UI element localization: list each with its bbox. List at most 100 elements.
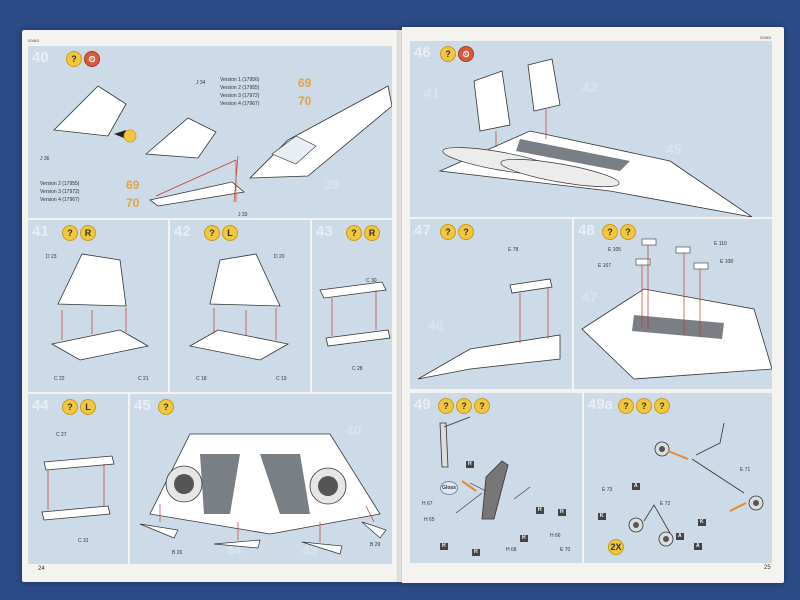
left-code: 00863 — [28, 38, 40, 43]
part-callout: J 33 — [238, 212, 248, 218]
help-icon: ? — [346, 225, 362, 241]
step-49-panel: 49 ? ? ? Gloss H 65 H 67 H 66 H 68 E 70 … — [410, 393, 582, 563]
bg-step-number: 41 — [424, 85, 440, 101]
help-icon: ? — [158, 399, 174, 415]
right-page: 00863 46 ? ⏲ 41 42 45 47 ? ? E 78 46 — [402, 27, 784, 583]
step-47-drawing — [417, 278, 561, 380]
quantity-badge: 2X — [608, 539, 624, 555]
bg-step-number: 42 — [582, 79, 598, 95]
step-reference: 69 — [126, 178, 140, 192]
clock-icon: ⏲ — [84, 51, 100, 67]
decal-label: H — [520, 535, 528, 542]
left-page: 00863 40 ? ⏲ 39 Version 1 (17956) Versio… — [22, 30, 400, 582]
part-callout: D 23 — [46, 254, 57, 260]
clock-icon: ⏲ — [458, 46, 474, 62]
step-48-panel: 48 ? ? E 105 E 107 E 110 E 108 47 — [574, 219, 772, 389]
decal-label: H — [558, 509, 566, 516]
bg-step-number: 45 — [666, 141, 682, 157]
bg-step-number: 40 — [346, 422, 362, 438]
step-number: 43 — [316, 223, 333, 240]
step-number: 45 — [134, 397, 151, 414]
help-icon: ? — [636, 398, 652, 414]
step-43-drawing — [319, 281, 391, 347]
decal-label: K — [598, 513, 606, 520]
step-number: 42 — [174, 223, 191, 240]
right-code: 00863 — [760, 35, 772, 40]
decal-label: A — [694, 543, 702, 550]
help-icon: ? — [602, 224, 618, 240]
right-side-icon: R — [364, 225, 380, 241]
step-49a-panel: 49a ? ? ? 2X E 73 E 72 E 71 A K A K A — [584, 393, 772, 563]
step-47-panel: 47 ? ? E 78 46 — [410, 219, 572, 389]
part-callout: D 20 — [274, 254, 285, 260]
part-callout: C 22 — [54, 376, 65, 382]
left-side-icon: L — [222, 225, 238, 241]
version-label: Version 4 (17967) — [220, 101, 260, 107]
decal-label: H — [466, 461, 474, 468]
part-callout: H 65 — [424, 517, 435, 523]
step-44-drawing — [41, 455, 115, 521]
decal-label: A — [676, 533, 684, 540]
step-45-panel: 45 ? 40 44 43 B 26 B 29 — [130, 394, 392, 564]
step-41-drawing — [50, 253, 150, 361]
step-42-drawing — [188, 253, 290, 361]
part-callout: E 72 — [660, 501, 671, 507]
version-label: Version 1 (17956) — [220, 77, 260, 83]
step-reference: 70 — [298, 94, 312, 108]
step-44-panel: 44 ? L C 27 C 31 — [28, 394, 128, 564]
bg-step-number: 46 — [428, 317, 444, 333]
part-callout: C 27 — [56, 432, 67, 438]
part-callout: E 70 — [560, 547, 571, 553]
decal-label: H — [536, 507, 544, 514]
help-icon: ? — [438, 398, 454, 414]
step-46-panel: 46 ? ⏲ 41 42 45 — [410, 41, 772, 217]
step-49-drawing — [439, 416, 531, 520]
help-icon: ? — [474, 398, 490, 414]
help-icon: ? — [458, 224, 474, 240]
bg-step-number: 47 — [582, 289, 598, 305]
part-callout: B 29 — [370, 542, 381, 548]
part-callout: J 34 — [196, 80, 206, 86]
part-callout: H 67 — [422, 501, 433, 507]
part-callout: C 30 — [366, 278, 377, 284]
step-number: 49 — [414, 396, 431, 413]
step-number: 49a — [588, 396, 614, 413]
part-callout: E 71 — [740, 467, 751, 473]
version-label: Version 2 (17955) — [40, 181, 80, 187]
step-number: 48 — [578, 222, 595, 239]
book-spine — [397, 30, 405, 582]
step-number: 44 — [32, 397, 49, 414]
step-48-drawing — [581, 238, 772, 380]
part-callout: H 68 — [506, 547, 517, 553]
step-number: 41 — [32, 223, 49, 240]
part-callout: B 26 — [172, 550, 183, 556]
help-icon: ? — [62, 225, 78, 241]
part-callout: E 73 — [602, 487, 613, 493]
part-callout: E 105 — [608, 247, 622, 253]
help-icon: ? — [620, 224, 636, 240]
part-callout: C 18 — [196, 376, 207, 382]
step-46-drawing — [438, 58, 753, 217]
part-callout: E 108 — [720, 259, 734, 265]
part-callout: J 36 — [40, 156, 50, 162]
help-icon: ? — [62, 399, 78, 415]
step-40-panel: 40 ? ⏲ 39 Version 1 (17956) Version 2 (1… — [28, 46, 392, 218]
part-callout: C 21 — [138, 376, 149, 382]
step-number: 46 — [414, 44, 431, 61]
help-icon: ? — [618, 398, 634, 414]
left-side-icon: L — [80, 399, 96, 415]
step-reference: 69 — [298, 76, 312, 90]
part-callout: E 78 — [508, 247, 519, 253]
step-reference: 70 — [126, 196, 140, 210]
decal-label: H — [472, 549, 480, 556]
decal-label: A — [632, 483, 640, 490]
part-callout: E 107 — [598, 263, 612, 269]
step-40-drawing — [53, 85, 392, 207]
page-number-right: 25 — [764, 565, 771, 571]
help-icon: ? — [440, 46, 456, 62]
part-callout: C 28 — [352, 366, 363, 372]
right-side-icon: R — [80, 225, 96, 241]
paint-gloss-icon: Gloss — [440, 481, 458, 495]
bg-step-number: 39 — [324, 176, 340, 192]
part-callout: E 110 — [714, 241, 727, 247]
